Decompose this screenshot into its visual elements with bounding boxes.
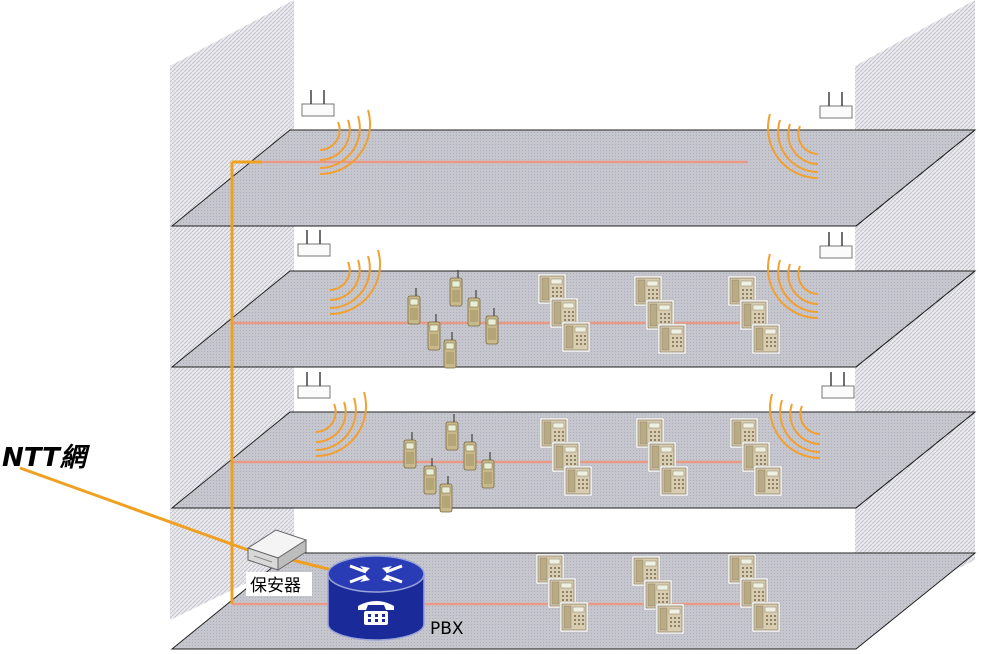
- pbx-router-icon: [327, 555, 425, 641]
- protector-label-bg: [246, 572, 312, 596]
- lan-lines: [232, 160, 748, 606]
- pbx-label: PBX: [430, 619, 464, 639]
- trunk-lines: [19, 160, 341, 604]
- wireless-ap-icon: [819, 231, 853, 259]
- floor-4: [170, 129, 977, 227]
- wireless-ap-icon: [297, 229, 331, 257]
- protector-label: 保安器: [250, 576, 301, 596]
- wireless-ap-icon: [821, 371, 855, 399]
- ntt-network-label: NTT網: [2, 443, 91, 473]
- wireless-ap-icon: [819, 91, 853, 119]
- line-protector-icon: [246, 529, 308, 571]
- wireless-ap-icon: [301, 89, 335, 117]
- wireless-ap-icon: [297, 371, 331, 399]
